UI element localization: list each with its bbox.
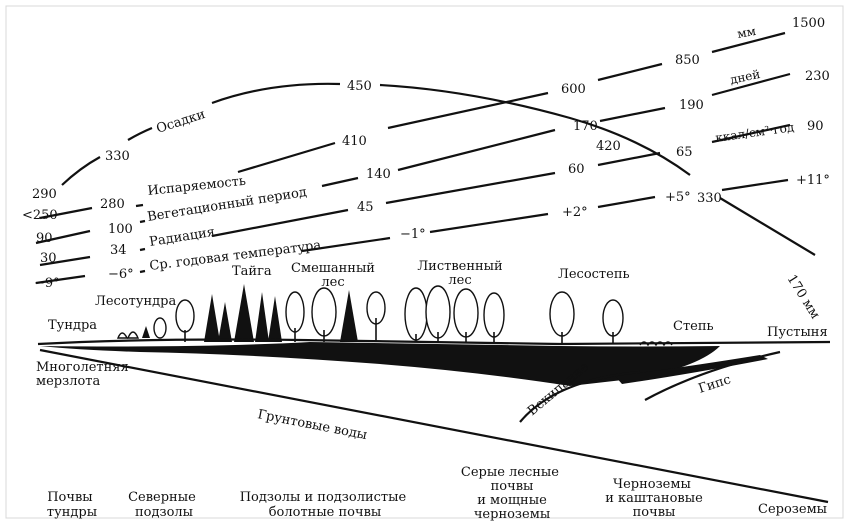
soil-podzols-text-line-2: болотные почвы (269, 505, 382, 520)
evap-value-3: 410 (342, 134, 367, 149)
precip-value-2: 330 (105, 149, 130, 164)
rad-value-6: 90 (807, 119, 824, 134)
evap-value-1: <250 (22, 208, 58, 223)
permafrost-label-line: Многолетняя (36, 360, 129, 375)
deciduous-tree-icon (484, 293, 504, 337)
season-value-6: 230 (805, 69, 830, 84)
small-spruce-icon (142, 326, 150, 338)
rad-label: Радиация (148, 225, 216, 250)
soil-north-podzols: Северные подзолы (128, 490, 200, 520)
spruce-icon (255, 292, 269, 342)
soil-grey-forest-text-line-4: черноземы (474, 507, 550, 522)
zone-deciduous-forest-line-1: Лиственный (417, 259, 502, 274)
spruce-icon (268, 296, 282, 342)
season-value-3: 140 (366, 167, 391, 182)
deciduous-tree-icon (426, 286, 450, 338)
permafrost-label: Многолетняя мерзлота (36, 360, 133, 389)
soil-north-podzols-text: Северные (128, 490, 196, 505)
ground-surface (38, 340, 830, 345)
zone-tundra: Тундра (48, 318, 97, 333)
soil-tundra-text-line-2: тундры (47, 505, 97, 520)
rad-value-4: 60 (568, 162, 585, 177)
evap-label: Испаряемость (147, 174, 247, 199)
zone-steppe: Степь (673, 319, 714, 334)
deciduous-tree-icon (312, 288, 336, 336)
soil-grey-forest-text-line-2: почвы (491, 479, 534, 494)
zone-forest-steppe: Лесостепь (558, 267, 630, 282)
deciduous-tree-icon (405, 288, 427, 340)
precip-value-5: 330 (697, 191, 722, 206)
deciduous-tree-icon (603, 300, 623, 336)
temp-value-5: +5° (665, 190, 691, 205)
evap-value-5: 850 (675, 53, 700, 68)
rad-value-5: 65 (676, 145, 693, 160)
rad-value-1: 30 (40, 251, 57, 266)
evap-unit: мм (736, 24, 757, 41)
soil-grey-forest-text: Серые лесные (461, 465, 559, 480)
rad-value-2: 34 (110, 243, 127, 258)
soil-chernozems-text-line-3: почвы (633, 505, 676, 520)
soil-tundra: Почвы тундры (47, 490, 97, 520)
precip-value-4: 420 (596, 139, 621, 154)
precip-value-1: 290 (32, 187, 57, 202)
soil-tundra-text: Почвы (47, 490, 92, 505)
birch-icon (154, 318, 166, 338)
rad-value-3: 45 (357, 200, 374, 215)
deciduous-tree-icon (286, 292, 304, 332)
precip-label: Осадки (155, 107, 208, 137)
shrub-icon (118, 333, 127, 338)
precip-value-6: 170 мм (784, 272, 823, 322)
spruce-icon (234, 284, 254, 342)
season-value-4: 170 (573, 119, 598, 134)
soil-serozems: Сероземы (758, 502, 827, 517)
rad-unit: ккал/см²·год (714, 120, 795, 145)
soil-grey-forest-text-line-3: и мощные (477, 493, 547, 508)
birch-icon (176, 300, 194, 332)
groundwater-label: Грунтовые воды (256, 407, 368, 443)
evap-value-4: 600 (561, 82, 586, 97)
temp-value-6: +11° (796, 173, 830, 188)
gypsum-label: Гипс (697, 372, 733, 397)
temp-value-4: +2° (562, 205, 588, 220)
zone-deciduous-forest-line-2: лес (448, 273, 471, 288)
temp-value-1: −9° (34, 276, 60, 291)
spruce-icon (218, 302, 232, 342)
season-value-2: 100 (108, 222, 133, 237)
deciduous-tree-icon (454, 289, 478, 337)
soil-north-podzols-text-line-2: подзолы (135, 505, 193, 520)
soil-chernozems-text: Черноземы (613, 477, 691, 492)
soil-podzols: Подзолы и подзолистые болотные почвы (240, 490, 411, 520)
temp-value-3: −1° (400, 227, 426, 242)
zone-desert: Пустыня (767, 325, 828, 340)
zone-forest-tundra: Лесотундра (95, 294, 176, 309)
shrub-icon (128, 332, 138, 338)
deciduous-tree-icon (550, 292, 574, 336)
evap-value-2: 280 (100, 197, 125, 212)
zone-mixed-forest-line-1: Смешанный (291, 261, 375, 276)
season-value-5: 190 (679, 98, 704, 113)
soil-podzols-text: Подзолы и подзолистые (240, 490, 407, 505)
spruce-icon (340, 290, 358, 342)
precip-value-3: 450 (347, 79, 372, 94)
soil-chernozems-text-line-2: и каштановые (605, 491, 703, 506)
spruce-icon (204, 294, 220, 342)
vegetation (118, 284, 672, 345)
zone-taiga: Тайга (232, 264, 272, 279)
season-value-1: 90 (36, 231, 53, 246)
evap-value-6: 1500 (792, 16, 825, 31)
permafrost-label-line-line-2: мерзлота (36, 374, 100, 389)
temp-value-2: −6° (108, 267, 134, 282)
